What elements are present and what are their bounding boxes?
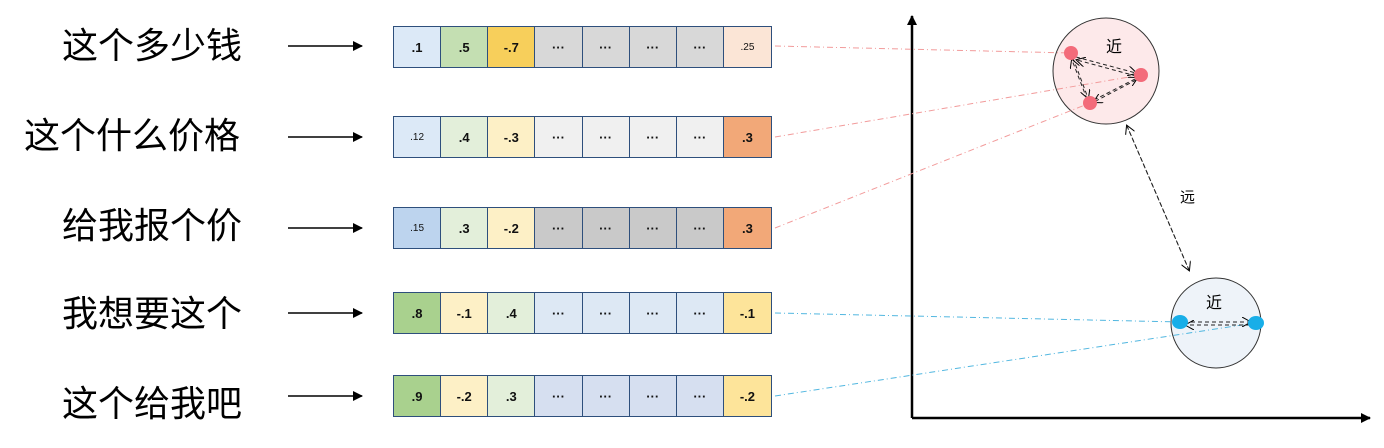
vector-cell: -.1 [441,293,489,333]
vector-cell: -.1 [723,293,771,333]
vector-cell: .12 [394,117,442,157]
blue-point [1248,316,1264,330]
vector-cell: .3 [723,117,771,157]
vector-cell: ··· [582,117,630,157]
red-point [1083,96,1097,110]
sentence-4: 我想要这个 [62,294,243,335]
embedding-vector-1: .1 .5 -.7 ··· ··· ··· ··· .25 [393,26,772,68]
embedding-vector-5: .9 -.2 .3 ··· ··· ··· ··· -.2 [393,375,772,417]
near-arrow [1077,60,1137,77]
near-label-bottom: 近 [1206,293,1223,312]
vector-cell: ··· [582,376,630,416]
vector-cell: ··· [629,27,677,67]
vector-cell: .25 [723,27,771,67]
vector-cell: ··· [629,208,677,248]
vector-cell: ··· [535,293,583,333]
vector-cell: -.7 [488,27,536,67]
vector-cell: .8 [394,293,442,333]
vector-cell: .3 [488,376,536,416]
vector-cell: ··· [582,208,630,248]
vector-cell: .1 [394,27,442,67]
vector-cell: .5 [441,27,489,67]
vector-cell: -.2 [488,208,536,248]
vector-cell: .4 [441,117,489,157]
link-line-2 [774,74,1142,138]
embedding-vector-4: .8 -.1 .4 ··· ··· ··· ··· -.1 [393,292,772,334]
vector-cell: .3 [723,208,771,248]
vector-cell: ··· [582,293,630,333]
sentence-5: 这个给我吧 [62,384,243,425]
vector-cell: .3 [441,208,489,248]
blue-point [1172,315,1188,329]
link-line-3 [774,102,1091,229]
link-line-5 [774,322,1256,397]
vector-cell: ··· [629,376,677,416]
far-arrow [1126,125,1189,270]
vector-cell: ··· [676,376,724,416]
sentence-1: 这个多少钱 [62,26,243,67]
vector-cell: ··· [676,208,724,248]
sentence-3: 给我报个价 [62,206,243,247]
vector-cell: ··· [535,376,583,416]
vector-cell: ··· [629,117,677,157]
near-arrow [1094,79,1137,102]
vector-cell: ··· [676,117,724,157]
vector-cell: ··· [676,293,724,333]
vector-cell: ··· [535,117,583,157]
near-label-top: 近 [1106,37,1123,56]
vector-cell: -.2 [723,376,771,416]
link-line-4 [774,312,1181,323]
sentence-2: 这个什么价格 [24,116,241,157]
cluster-circle-top [1052,17,1160,125]
vector-cell: .15 [394,208,442,248]
vector-cell: -.2 [441,376,489,416]
vector-cell: ··· [629,293,677,333]
vector-cell: ··· [582,27,630,67]
vector-cell: ··· [535,27,583,67]
vector-cell: .4 [488,293,536,333]
vector-cell: .9 [394,376,442,416]
red-point [1064,46,1078,60]
red-point [1134,68,1148,82]
vector-cell: ··· [535,208,583,248]
vector-cell: ··· [676,27,724,67]
far-label: 远 [1180,188,1196,206]
embedding-vector-3: .15 .3 -.2 ··· ··· ··· ··· .3 [393,207,772,249]
link-line-1 [774,45,1071,54]
embedding-vector-2: .12 .4 -.3 ··· ··· ··· ··· .3 [393,116,772,158]
vector-cell: -.3 [488,117,536,157]
